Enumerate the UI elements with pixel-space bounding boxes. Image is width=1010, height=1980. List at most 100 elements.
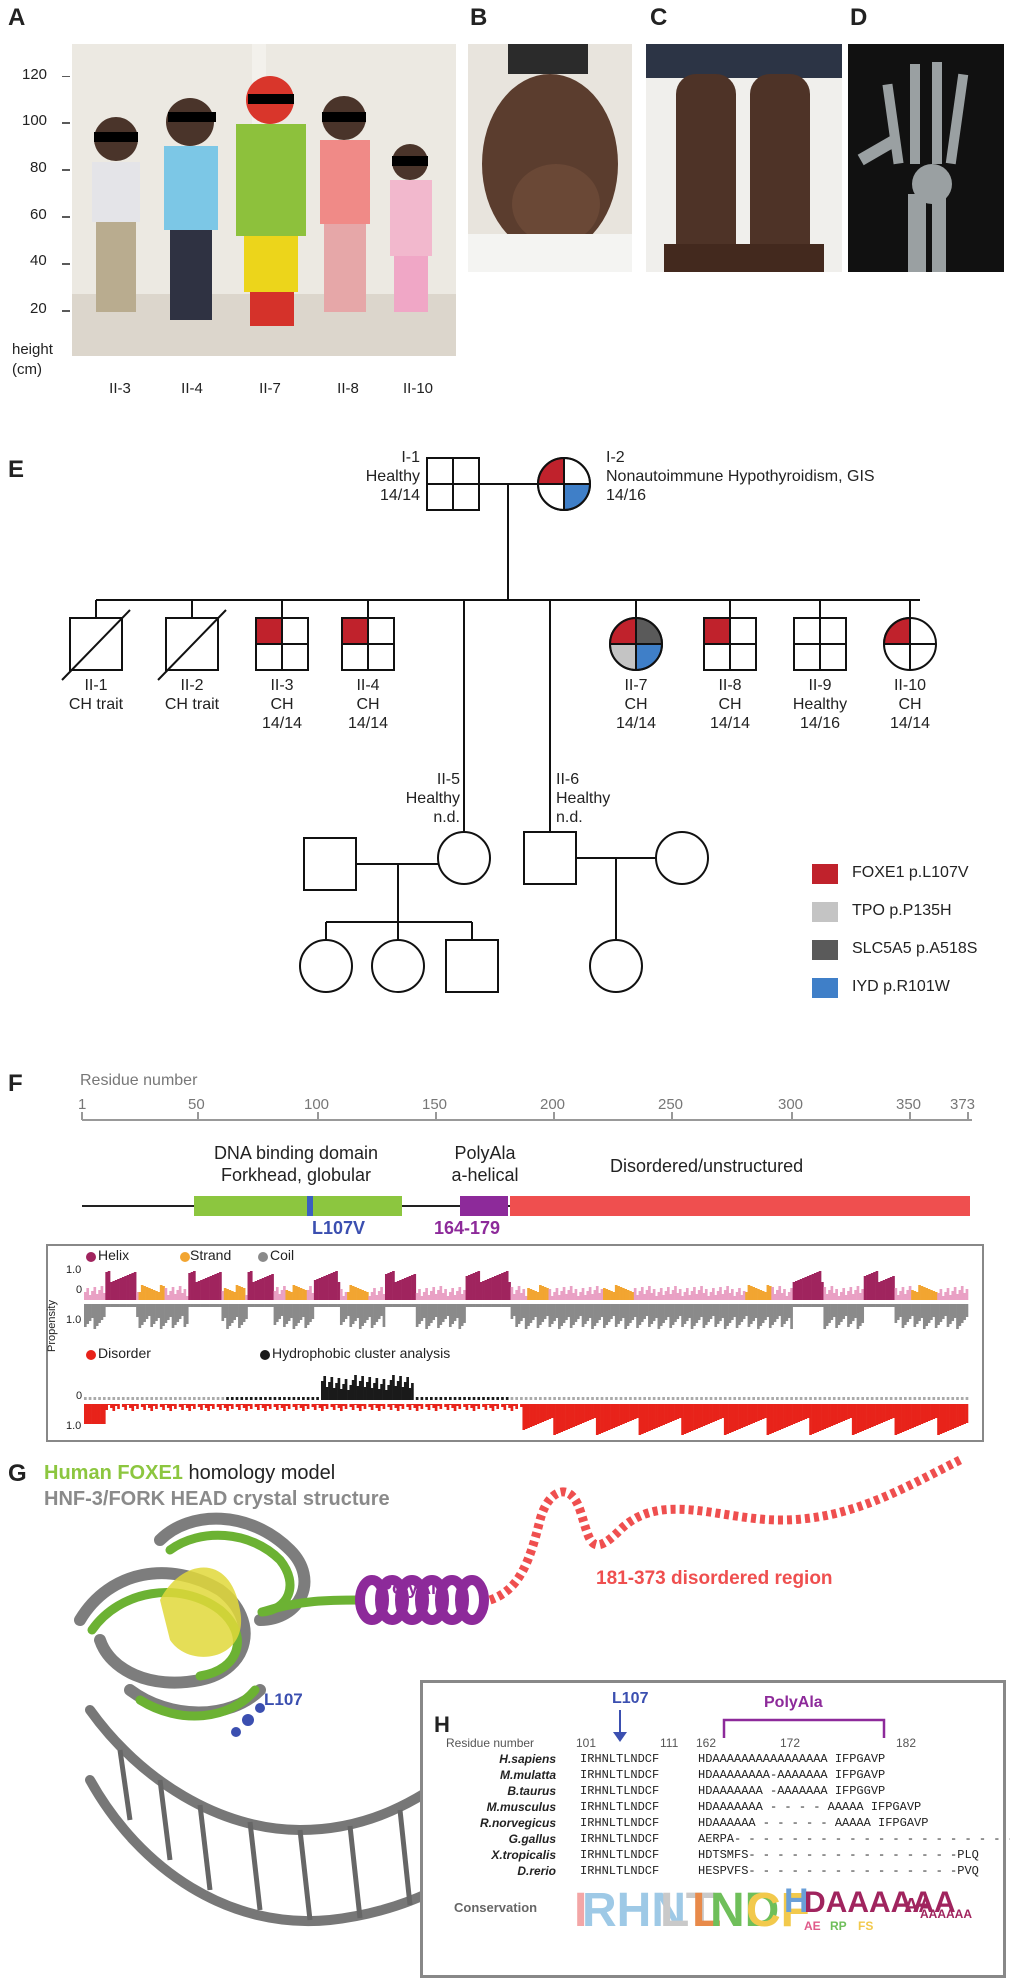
propensity-bar <box>766 1285 770 1300</box>
propensity-bar <box>152 1290 156 1300</box>
propensity-bar <box>264 1277 267 1300</box>
disorder-bar <box>254 1404 258 1407</box>
propensity-bar <box>534 1291 537 1300</box>
coil-bar <box>823 1304 827 1329</box>
coil-bar <box>840 1304 843 1322</box>
coil-bar <box>150 1304 154 1327</box>
coil-bar <box>441 1304 445 1322</box>
propensity-bar <box>847 1291 850 1300</box>
coil-bar <box>254 1304 258 1307</box>
disorder-bar <box>773 1404 777 1432</box>
disorder-bar <box>572 1404 575 1427</box>
disorder-bar <box>636 1404 639 1418</box>
disorder-bar <box>143 1404 146 1410</box>
propensity-bar <box>489 1278 492 1300</box>
disorder-bar <box>491 1404 495 1411</box>
propensity-bar <box>690 1291 694 1300</box>
disorder-bar <box>669 1404 673 1422</box>
hca-bar <box>671 1397 675 1400</box>
coil-bar <box>197 1304 201 1307</box>
disorder-bar <box>901 1404 905 1432</box>
hca-bar <box>342 1384 345 1400</box>
propensity-bar <box>543 1287 547 1300</box>
disorder-bar <box>804 1404 808 1419</box>
coil-bar <box>588 1304 592 1318</box>
coil-bar <box>863 1304 867 1307</box>
coil-bar <box>458 1304 462 1329</box>
coil-bar <box>709 1304 713 1319</box>
coil-bar <box>107 1304 111 1307</box>
coil-bar <box>531 1304 535 1320</box>
propensity-bar <box>828 1290 831 1300</box>
disorder-bar <box>797 1404 801 1422</box>
coil-bar <box>517 1304 521 1324</box>
disorder-bar <box>472 1404 476 1411</box>
disorder-bar <box>396 1404 400 1411</box>
propensity-bar <box>688 1295 692 1300</box>
propensity-bar <box>375 1295 379 1300</box>
propensity-bar <box>183 1289 187 1300</box>
disorder-bar <box>257 1404 260 1410</box>
propensity-bar <box>261 1278 265 1300</box>
legend-swatch-slc5a5 <box>812 940 838 960</box>
hca-bar <box>614 1397 618 1400</box>
disorder-bar <box>86 1404 90 1424</box>
disorder-bar <box>818 1404 822 1431</box>
hca-bar <box>932 1397 936 1400</box>
propensity-bar <box>901 1287 905 1300</box>
disorder-bar <box>960 1404 964 1425</box>
svg-text:DAAAAAA: DAAAAAA <box>804 1886 956 1919</box>
hca-bar <box>439 1397 443 1400</box>
legend-swatch-tpo <box>812 902 838 922</box>
disorder-bar <box>953 1404 957 1428</box>
hca-bar <box>799 1397 803 1400</box>
propensity-bar <box>557 1295 561 1300</box>
propensity-bar <box>700 1286 703 1300</box>
disorder-bar <box>183 1404 187 1405</box>
coil-bar <box>174 1304 177 1325</box>
propensity-bar <box>486 1279 490 1300</box>
propensity-bar <box>271 1274 274 1300</box>
hca-bar <box>610 1397 613 1400</box>
hca-bar <box>202 1397 206 1400</box>
disorder-bar <box>245 1404 248 1411</box>
propensity-bar <box>925 1288 929 1300</box>
disorder-bar <box>240 1404 244 1405</box>
propensity-bar <box>221 1291 225 1300</box>
propensity-bar <box>522 1289 526 1300</box>
propensity-bar <box>794 1281 798 1300</box>
family-photo <box>72 44 456 356</box>
propensity-bar <box>465 1276 469 1300</box>
hca-bar <box>117 1397 120 1400</box>
hca-bar <box>430 1397 433 1400</box>
propensity-bar <box>306 1290 310 1300</box>
disorder-bar <box>581 1404 585 1423</box>
propensity-bar <box>294 1286 298 1300</box>
coil-bar <box>655 1304 658 1318</box>
coil-bar <box>915 1304 919 1324</box>
propensity-bar <box>278 1294 282 1300</box>
disorder-bar <box>776 1404 779 1431</box>
propensity-bar <box>603 1288 606 1300</box>
coil-bar <box>427 1304 431 1326</box>
disorder-bar <box>415 1404 419 1411</box>
coil-bar <box>759 1304 763 1326</box>
propensity-bar <box>479 1282 483 1300</box>
coil-bar <box>268 1304 272 1307</box>
coil-bar <box>593 1304 597 1326</box>
disorder-bar <box>420 1404 424 1409</box>
propensity-bar <box>117 1279 120 1300</box>
propensity-bar <box>211 1275 215 1300</box>
propensity-bar <box>441 1293 445 1300</box>
propensity-bar <box>510 1287 514 1300</box>
propensity-bar <box>787 1292 791 1300</box>
coil-bar <box>811 1304 815 1307</box>
hca-bar <box>347 1390 350 1400</box>
propensity-bar <box>678 1289 682 1300</box>
hca-bar <box>562 1397 566 1400</box>
disorder-bar <box>150 1404 154 1411</box>
coil-bar <box>657 1304 661 1329</box>
species-name: B.taurus <box>507 1784 556 1798</box>
propensity-bar <box>939 1289 943 1300</box>
coil-bar <box>264 1304 267 1307</box>
